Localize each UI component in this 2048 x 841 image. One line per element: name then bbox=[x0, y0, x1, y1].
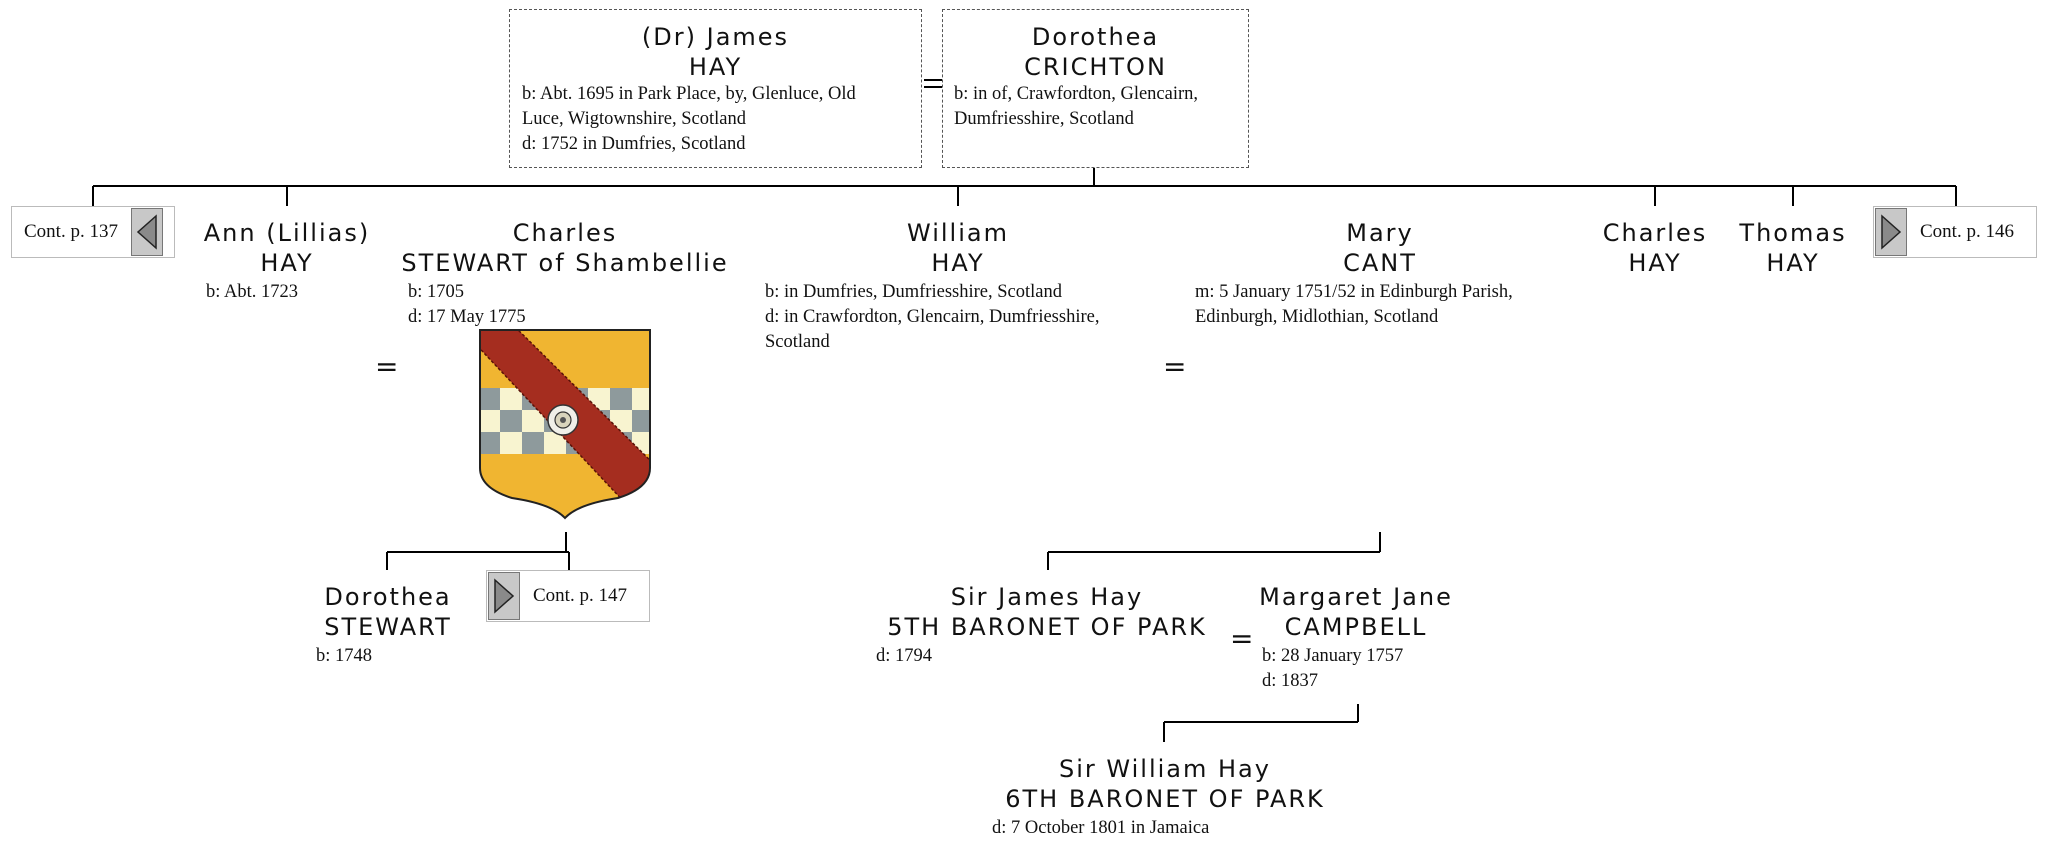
margaret-given-name: Margaret Jane bbox=[1259, 583, 1453, 611]
sir-james-given-name: Sir James Hay bbox=[950, 583, 1144, 611]
charles-stewart-given-name: Charles bbox=[512, 219, 618, 247]
mary-given-name: Mary bbox=[1346, 219, 1414, 247]
cont-right-link[interactable]: Cont. p. 146 bbox=[1873, 206, 2037, 258]
coat-of-arms-image bbox=[479, 329, 651, 520]
dorothea-given-name: Dorothea bbox=[324, 583, 452, 611]
mary-marriage-line2: Edinburgh, Midlothian, Scotland bbox=[1195, 307, 1439, 327]
mother-birth-line1: b: in of, Crawfordton, Glencairn, bbox=[954, 84, 1199, 104]
person-ann-hay[interactable]: Ann (Lillias) HAY bbox=[187, 218, 387, 278]
arrow-right-icon bbox=[488, 572, 520, 620]
person-dorothea-stewart[interactable]: Dorothea STEWART bbox=[298, 582, 478, 642]
dorothea-birth: b: 1748 bbox=[316, 646, 373, 666]
arrow-left-icon bbox=[130, 208, 163, 256]
cont-left-link[interactable]: Cont. p. 137 bbox=[11, 206, 175, 258]
sir-james-death: d: 1794 bbox=[876, 646, 933, 666]
person-sir-william-hay[interactable]: Sir William Hay 6TH BARONET OF PARK bbox=[985, 754, 1345, 814]
sir-james-title: 5TH BARONET OF PARK bbox=[887, 613, 1207, 641]
person-william-hay[interactable]: William HAY bbox=[860, 218, 1056, 278]
father-birth-line2: Luce, Wigtownshire, Scotland bbox=[522, 109, 746, 129]
mother-surname: CRICHTON bbox=[1024, 53, 1167, 81]
william-given-name: William bbox=[907, 219, 1009, 247]
mother-given-name: Dorothea bbox=[1031, 23, 1160, 51]
sir-william-death: d: 7 October 1801 in Jamaica bbox=[992, 818, 1210, 838]
cont-left-label: Cont. p. 137 bbox=[24, 221, 118, 242]
marriage-sign-ann-charles: = bbox=[375, 350, 399, 383]
ann-birth: b: Abt. 1723 bbox=[206, 282, 298, 302]
ann-given-name: Ann (Lillias) bbox=[203, 219, 371, 247]
arrow-right-icon bbox=[1875, 208, 1907, 256]
william-birth: b: in Dumfries, Dumfriesshire, Scotland bbox=[765, 282, 1062, 302]
thomas-given-name: Thomas bbox=[1739, 219, 1847, 247]
sir-william-title: 6TH BARONET OF PARK bbox=[1005, 785, 1325, 813]
marriage-sign-james-margaret: = bbox=[1230, 622, 1254, 655]
person-charles-hay[interactable]: Charles HAY bbox=[1585, 218, 1725, 278]
william-surname: HAY bbox=[931, 249, 985, 277]
person-sir-james-hay[interactable]: Sir James Hay 5TH BARONET OF PARK bbox=[872, 582, 1222, 642]
cont-right-label: Cont. p. 146 bbox=[1920, 221, 2014, 242]
cont-dorothea-link[interactable]: Cont. p. 147 bbox=[486, 570, 650, 622]
person-charles-stewart[interactable]: Charles STEWART of Shambellie bbox=[400, 218, 730, 278]
marriage-sign-william-mary: = bbox=[1163, 350, 1187, 383]
margaret-surname: CAMPBELL bbox=[1284, 613, 1428, 641]
charles-hay-given-name: Charles bbox=[1602, 219, 1708, 247]
charles-stewart-death: d: 17 May 1775 bbox=[408, 307, 526, 327]
dorothea-surname: STEWART bbox=[324, 613, 452, 641]
margaret-birth: b: 28 January 1757 bbox=[1262, 646, 1404, 666]
sir-william-given-name: Sir William Hay bbox=[1059, 755, 1271, 783]
charles-stewart-surname: STEWART of Shambellie bbox=[401, 249, 729, 277]
person-margaret-campbell[interactable]: Margaret Jane CAMPBELL bbox=[1256, 582, 1456, 642]
father-box[interactable]: (Dr) James HAY b: Abt. 1695 in Park Plac… bbox=[509, 9, 922, 168]
father-surname: HAY bbox=[688, 53, 743, 81]
ann-surname: HAY bbox=[260, 249, 314, 277]
mother-box[interactable]: Dorothea CRICHTON b: in of, Crawfordton,… bbox=[942, 9, 1249, 168]
mary-surname: CANT bbox=[1343, 249, 1417, 277]
cont-dorothea-label: Cont. p. 147 bbox=[533, 585, 627, 606]
father-death: d: 1752 in Dumfries, Scotland bbox=[522, 134, 746, 154]
william-death-line2: Scotland bbox=[765, 332, 830, 352]
father-birth-line1: b: Abt. 1695 in Park Place, by, Glenluce… bbox=[522, 84, 856, 104]
mother-birth-line2: Dumfriesshire, Scotland bbox=[954, 109, 1134, 129]
thomas-surname: HAY bbox=[1766, 249, 1820, 277]
margaret-death: d: 1837 bbox=[1262, 671, 1319, 691]
father-given-name: (Dr) James bbox=[641, 23, 790, 51]
charles-stewart-birth: b: 1705 bbox=[408, 282, 465, 302]
person-thomas-hay[interactable]: Thomas HAY bbox=[1723, 218, 1863, 278]
mary-marriage-line1: m: 5 January 1751/52 in Edinburgh Parish… bbox=[1195, 282, 1513, 302]
person-mary-cant[interactable]: Mary CANT bbox=[1280, 218, 1480, 278]
charles-hay-surname: HAY bbox=[1628, 249, 1682, 277]
william-death-line1: d: in Crawfordton, Glencairn, Dumfriessh… bbox=[765, 307, 1100, 327]
